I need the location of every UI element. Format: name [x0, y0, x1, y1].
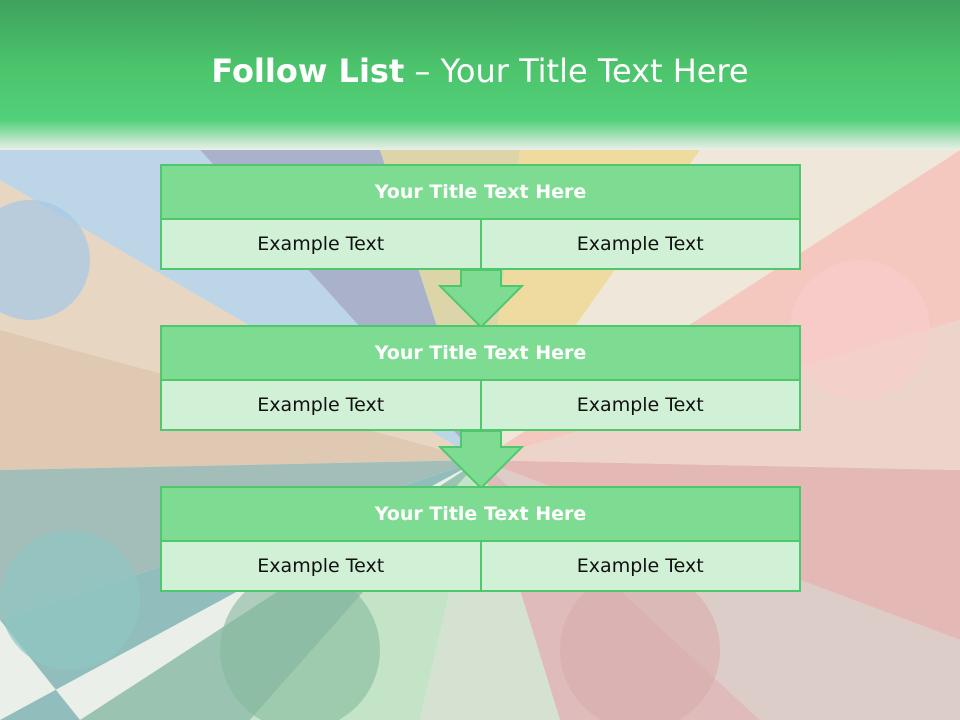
step-cell-right: Example Text	[481, 381, 801, 431]
step-block-3: Your Title Text Here Example Text Exampl…	[160, 486, 801, 592]
title-rest: – Your Title Text Here	[414, 52, 749, 90]
step-cell-left: Example Text	[160, 220, 482, 270]
step-block-1: Your Title Text Here Example Text Exampl…	[160, 164, 801, 270]
step-cell-right: Example Text	[481, 542, 801, 592]
step-cell-left: Example Text	[160, 542, 482, 592]
step-cell-right: Example Text	[481, 220, 801, 270]
step-header: Your Title Text Here	[160, 325, 801, 381]
down-arrow-icon	[438, 270, 524, 328]
step-row: Example Text Example Text	[160, 542, 801, 592]
step-header: Your Title Text Here	[160, 486, 801, 542]
step-row: Example Text Example Text	[160, 381, 801, 431]
slide-title: Follow List – Your Title Text Here	[0, 52, 960, 90]
step-block-2: Your Title Text Here Example Text Exampl…	[160, 325, 801, 431]
down-arrow-icon	[438, 431, 524, 489]
step-header: Your Title Text Here	[160, 164, 801, 220]
step-row: Example Text Example Text	[160, 220, 801, 270]
title-banner	[0, 0, 960, 150]
title-bold: Follow List	[211, 52, 405, 90]
step-cell-left: Example Text	[160, 381, 482, 431]
